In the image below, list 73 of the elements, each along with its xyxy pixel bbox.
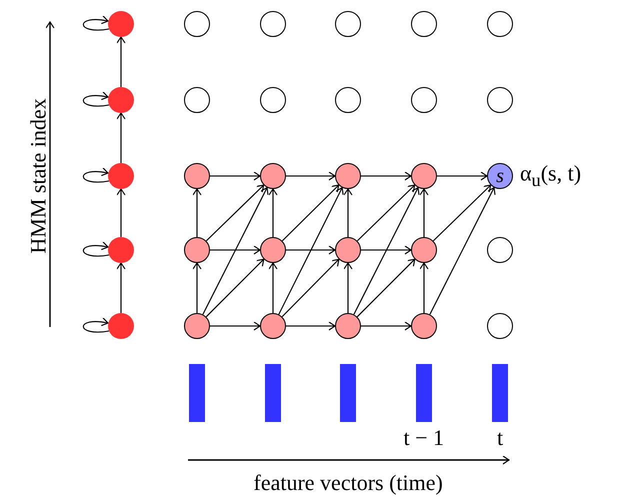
hmm-state-circle [108, 87, 134, 113]
transition-arrow [429, 187, 496, 315]
empty-state-circle [487, 87, 513, 113]
self-loop-arrow [82, 242, 110, 257]
state-label: s [496, 166, 504, 186]
transition-arrow [268, 262, 278, 313]
active-state-circle [335, 237, 361, 263]
active-state-circle [411, 313, 437, 339]
transition-arrow [116, 188, 126, 237]
transition-arrow [116, 262, 126, 313]
active-state-circle [411, 163, 437, 189]
empty-state-circle [411, 87, 437, 113]
transition-arrow [343, 188, 353, 237]
transition-arrow [268, 188, 278, 237]
transition-arrow [116, 36, 126, 87]
hmm-state-circle [108, 163, 134, 189]
transition-arrow [210, 245, 261, 255]
active-state-circle [260, 313, 286, 339]
self-loop-arrow [82, 318, 110, 333]
transition-arrow [202, 187, 268, 315]
axis-label: feature vectors (time) [254, 472, 443, 494]
transition-arrow [419, 262, 429, 313]
transition-arrow [286, 245, 336, 255]
empty-state-circle [335, 87, 361, 113]
empty-state-circle [184, 87, 210, 113]
transition-arrow [206, 258, 264, 318]
self-loop-arrow [82, 168, 110, 183]
active-state-circle [184, 237, 210, 263]
transition-arrow [356, 258, 416, 318]
transition-arrow [210, 171, 261, 181]
transition-arrow [356, 184, 416, 242]
transition-arrow [361, 321, 412, 331]
transition-arrow [278, 187, 344, 315]
empty-state-circle [487, 313, 513, 339]
self-loop-arrow [82, 16, 110, 31]
time-tick-label: t − 1 [404, 427, 444, 449]
transition-arrow [343, 262, 353, 313]
empty-state-circle [335, 11, 361, 37]
transition-arrow [282, 258, 340, 318]
hmm-state-circle [108, 237, 134, 263]
empty-state-circle [487, 237, 513, 263]
transition-arrow [437, 171, 488, 181]
transition-arrow [419, 188, 429, 237]
empty-state-circle [260, 11, 286, 37]
transition-arrow [282, 184, 340, 242]
transition-arrow [210, 321, 261, 331]
transition-arrow [116, 112, 126, 163]
axis-label: HMM state index [27, 98, 50, 254]
active-state-circle [335, 163, 361, 189]
empty-state-circle [260, 87, 286, 113]
transition-arrow [286, 321, 336, 331]
active-state-circle [260, 237, 286, 263]
active-state-circle [260, 163, 286, 189]
active-state-circle [184, 313, 210, 339]
transition-arrow [353, 187, 420, 315]
time-tick-label: t [497, 427, 504, 449]
transition-arrow [361, 171, 412, 181]
transition-arrow [192, 188, 202, 237]
transition-arrow [432, 184, 492, 242]
active-state-circle [184, 163, 210, 189]
empty-state-circle [184, 11, 210, 37]
hmm-state-circle [108, 313, 134, 339]
active-state-circle [335, 313, 361, 339]
forward-variable-label: α$_{u}$(s, t) [520, 162, 582, 190]
self-loop-arrow [82, 92, 110, 107]
transition-arrow [286, 171, 336, 181]
hmm-state-circle [108, 11, 134, 37]
transition-arrow [192, 262, 202, 313]
active-state-circle [411, 237, 437, 263]
transition-arrow [361, 245, 412, 255]
transition-arrow [206, 184, 264, 242]
empty-state-circle [411, 11, 437, 37]
empty-state-circle [487, 11, 513, 37]
